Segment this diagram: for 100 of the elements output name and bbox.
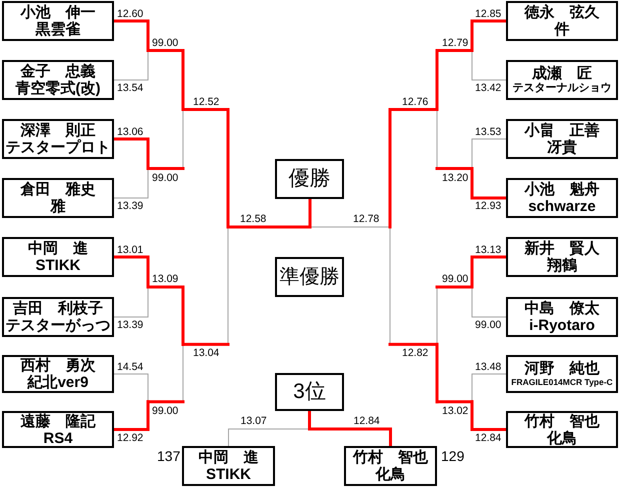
bracket-line <box>114 168 148 198</box>
player-name: 成瀬 匠 <box>532 66 592 81</box>
bracket-line <box>472 286 506 318</box>
player-name: 竹村 智也 <box>524 414 600 428</box>
bracket-line <box>146 167 184 170</box>
team-name: i-Ryotaro <box>529 318 595 333</box>
bracket-line <box>112 138 150 170</box>
bracket-line <box>310 226 350 228</box>
rank-label: 優勝 <box>288 167 330 191</box>
bracket-line <box>388 342 438 346</box>
player-name: 小池 伸一 <box>20 5 96 20</box>
team-name: FRAGILE014MCR Type-C <box>511 378 613 387</box>
time-label: 99.00 <box>152 172 178 184</box>
time-label: 12.52 <box>193 96 220 108</box>
player-box <box>344 446 437 486</box>
bracket-line <box>146 400 184 404</box>
time-label: 12.85 <box>475 8 502 20</box>
bracket-line <box>388 108 438 111</box>
bracket-line <box>228 428 310 446</box>
bracket-line <box>308 198 312 228</box>
player-box <box>506 237 618 277</box>
team-name: 翔鶴 <box>547 258 577 273</box>
team-name: テスターナルショウ <box>512 83 612 94</box>
bracket-line <box>472 50 506 80</box>
time-label: 12.84 <box>475 432 502 444</box>
bracket-line <box>268 225 312 228</box>
time-label: 13.39 <box>117 200 144 212</box>
time-label: 13.13 <box>475 244 502 256</box>
score-label: 137 <box>157 449 180 464</box>
time-label: 13.20 <box>442 172 468 184</box>
bracket-line <box>182 342 230 346</box>
player-box <box>2 237 114 277</box>
bracket-line <box>436 400 474 404</box>
bracket-line <box>146 286 184 288</box>
player-name: 吉田 利枝子 <box>13 301 103 316</box>
score-label: 129 <box>441 449 464 464</box>
bracket-line <box>436 286 474 288</box>
bracket-line <box>114 286 148 318</box>
player-box <box>506 1 618 41</box>
bracket-line <box>308 410 311 430</box>
bracket-line <box>146 49 184 52</box>
time-label: 13.09 <box>152 273 178 285</box>
player-name: 倉田 雅史 <box>20 182 96 197</box>
bracket-line <box>470 256 508 288</box>
bracket-line <box>182 49 184 111</box>
team-name: 雅 <box>50 199 66 214</box>
time-label: 99.00 <box>442 273 468 285</box>
time-label: 12.82 <box>402 347 428 360</box>
time-label: 13.04 <box>193 347 220 360</box>
team-name: schwarze <box>528 199 596 214</box>
player-box <box>182 446 275 486</box>
time-label: 99.00 <box>152 36 178 48</box>
bracket-line <box>182 109 184 169</box>
bracket-line <box>350 226 390 228</box>
time-label: 13.53 <box>475 126 502 138</box>
bracket-line <box>112 256 150 288</box>
rank-box <box>275 257 344 297</box>
player-box <box>2 178 114 218</box>
team-name: テスタープロト <box>6 140 110 155</box>
team-name: 化鳥 <box>547 430 577 446</box>
bracket-line <box>226 166 230 228</box>
bracket-line <box>182 108 230 111</box>
time-label: 12.79 <box>442 36 468 48</box>
team-name: STIKK <box>36 258 80 273</box>
player-box <box>506 178 618 218</box>
team-name: 冴貴 <box>547 140 577 155</box>
bracket-line <box>114 50 148 80</box>
player-name: 遠藤 隆記 <box>20 414 96 428</box>
time-label: 13.07 <box>240 415 267 427</box>
bracket-line <box>226 225 270 228</box>
player-box <box>506 119 618 159</box>
player-name: 西村 勇次 <box>20 358 96 373</box>
time-label: 12.84 <box>354 415 380 427</box>
player-name: 中岡 進 <box>28 241 88 256</box>
player-name: 中島 僚太 <box>524 301 600 316</box>
player-name: 徳永 弦久 <box>524 5 600 20</box>
player-name: 小畠 正善 <box>524 123 600 138</box>
bracket-line <box>436 109 438 169</box>
player-box <box>506 60 618 100</box>
rank-box <box>275 373 344 411</box>
rank-label: 3位 <box>293 380 326 404</box>
bracket-line <box>182 344 184 402</box>
player-box <box>2 1 114 41</box>
time-label: 13.06 <box>117 126 144 138</box>
bracket-line <box>182 286 184 346</box>
time-label: 13.39 <box>117 319 144 331</box>
bracket-line <box>470 167 508 200</box>
player-box <box>2 411 114 448</box>
bracket-line <box>114 374 148 402</box>
bracket-line <box>436 49 438 111</box>
time-label: 13.48 <box>475 361 502 373</box>
rank-box <box>275 159 344 199</box>
team-name: テスターがっつ <box>6 318 110 333</box>
time-label: 13.02 <box>442 404 468 417</box>
player-box <box>506 355 618 393</box>
team-name: RS4 <box>43 430 73 446</box>
team-name: 化鳥 <box>376 467 406 482</box>
bracket-line <box>470 20 508 52</box>
bracket-line <box>436 49 474 52</box>
player-name: 金子 忠義 <box>20 64 96 79</box>
